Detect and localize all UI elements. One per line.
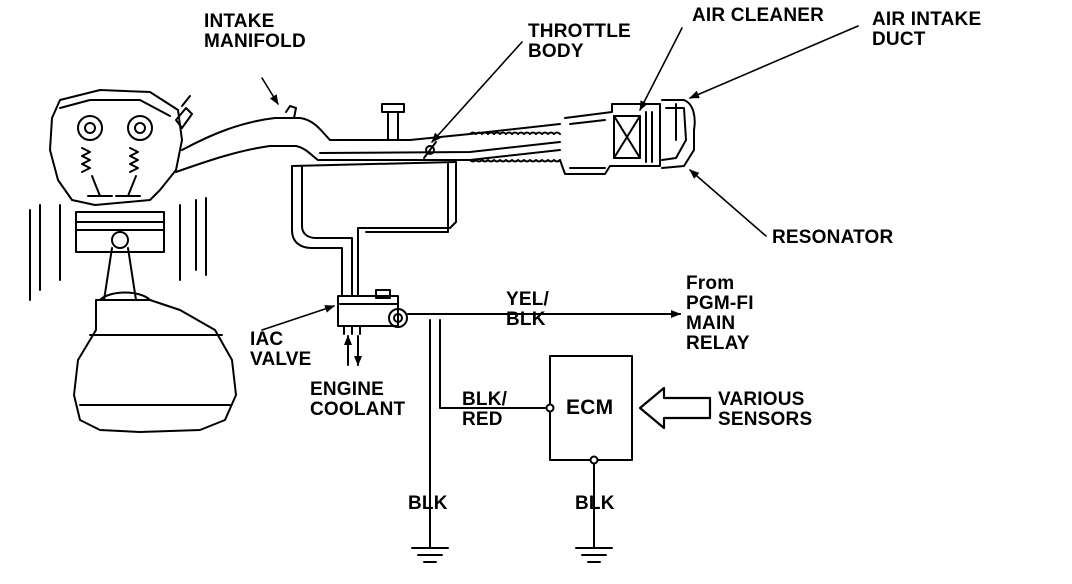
label-ecm: ECM [566,396,614,419]
wiring [407,310,681,549]
label-yel-blk-wire: YEL/BLK [506,289,550,330]
leader-lines [261,25,859,331]
label-blk-ground-left: BLK [408,493,448,514]
engine-block [29,89,237,433]
iac-valve [337,289,408,335]
intake-air-tube [317,103,561,163]
ground-symbol-right [575,547,613,563]
air-cleaner [559,103,661,175]
label-blk-ground-right: BLK [575,493,615,514]
various-sensors-arrow [638,386,712,430]
label-blk-red-wire: BLK/RED [462,389,508,430]
intake-manifold [175,105,331,173]
iac-bypass-passage [291,161,457,297]
coolant-flow-arrows [344,335,362,366]
air-intake-duct [661,99,696,169]
label-resonator: RESONATOR [772,227,894,248]
ground-symbol-left [411,547,449,563]
label-air-cleaner: AIR CLEANER [692,5,825,26]
ecm-box [545,355,633,465]
